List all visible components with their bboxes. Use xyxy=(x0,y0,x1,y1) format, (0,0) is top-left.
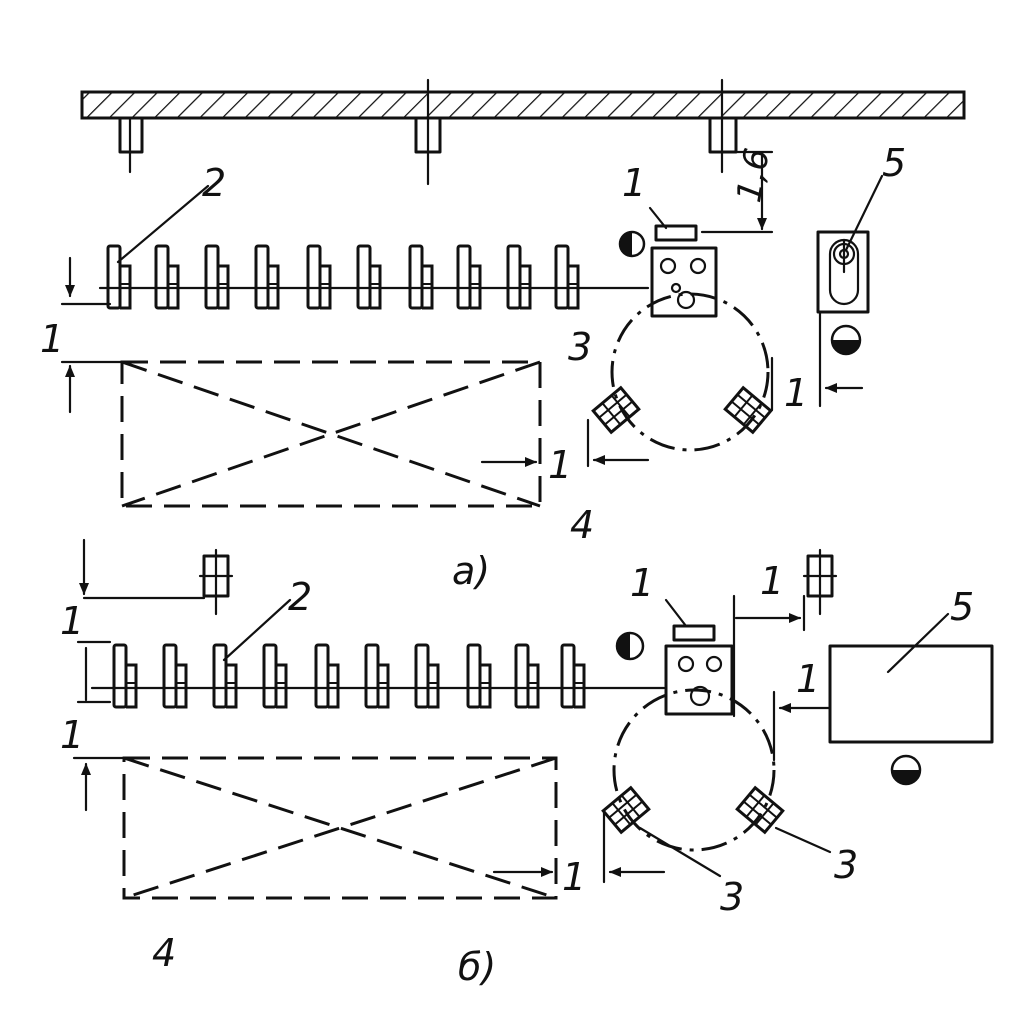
dim-storage-conveyor-a: 1 xyxy=(480,418,650,487)
column-b-right xyxy=(732,548,838,718)
label-gap-rack-storage-b: 1 xyxy=(60,713,84,757)
label-storage-b: 4 xyxy=(152,931,176,975)
beam-columns xyxy=(118,78,738,186)
overhead-beam xyxy=(80,90,966,120)
label-tool-b: 5 xyxy=(950,585,974,629)
diagram-b: 1 1 1 2 xyxy=(60,538,994,989)
machine-b xyxy=(615,624,734,716)
diagram-a: 1,6 2 1 xyxy=(40,78,966,593)
tool-a xyxy=(816,230,870,408)
dim-column-rack-b: 1 xyxy=(60,599,112,704)
caption-b: б) xyxy=(458,945,496,989)
label-gap-conveyor-tool-a: 1 xyxy=(784,371,808,415)
label-machine-b: 1 xyxy=(630,561,654,605)
label-gap-rack-storage-a: 1 xyxy=(40,317,64,361)
label-rack-b: 2 xyxy=(288,575,312,619)
rack-row-b xyxy=(90,643,666,709)
dim-rack-storage-a: 1 xyxy=(40,256,124,414)
label-tool-a: 5 xyxy=(882,141,906,185)
rack-row-a xyxy=(98,244,650,310)
label-conveyor-right-b: 3 xyxy=(834,843,858,887)
label-rack-a: 2 xyxy=(202,161,226,205)
storage-area-a xyxy=(120,360,542,508)
tool-b xyxy=(778,644,994,786)
machine-a xyxy=(618,224,718,318)
dim-storage-conveyor-b: 1 xyxy=(492,808,666,899)
label-conveyor-left-b: 3 xyxy=(720,875,744,919)
label-gap-storage-conveyor-b: 1 xyxy=(562,855,586,899)
dim-rack-storage-b: 1 xyxy=(60,713,124,812)
dim-column-distance: 1,6 xyxy=(700,145,778,234)
storage-area-b xyxy=(122,756,558,900)
conveyor-loop-a xyxy=(591,292,774,452)
conveyor-loop-b xyxy=(601,688,785,852)
caption-a: а) xyxy=(452,549,490,593)
label-gap-machine-tool-b: 1 xyxy=(796,657,820,701)
label-gap-machine-column-b: 1 xyxy=(760,559,784,603)
column-b-left xyxy=(79,538,234,616)
label-conveyor-a: 3 xyxy=(568,325,592,369)
label-gap-storage-conveyor-a: 1 xyxy=(548,443,572,487)
label-gap-column-rack-b: 1 xyxy=(60,599,84,643)
label-machine-a: 1 xyxy=(622,161,646,205)
label-storage-a: 4 xyxy=(570,503,594,547)
dim-label-1-6: 1,6 xyxy=(729,145,778,205)
